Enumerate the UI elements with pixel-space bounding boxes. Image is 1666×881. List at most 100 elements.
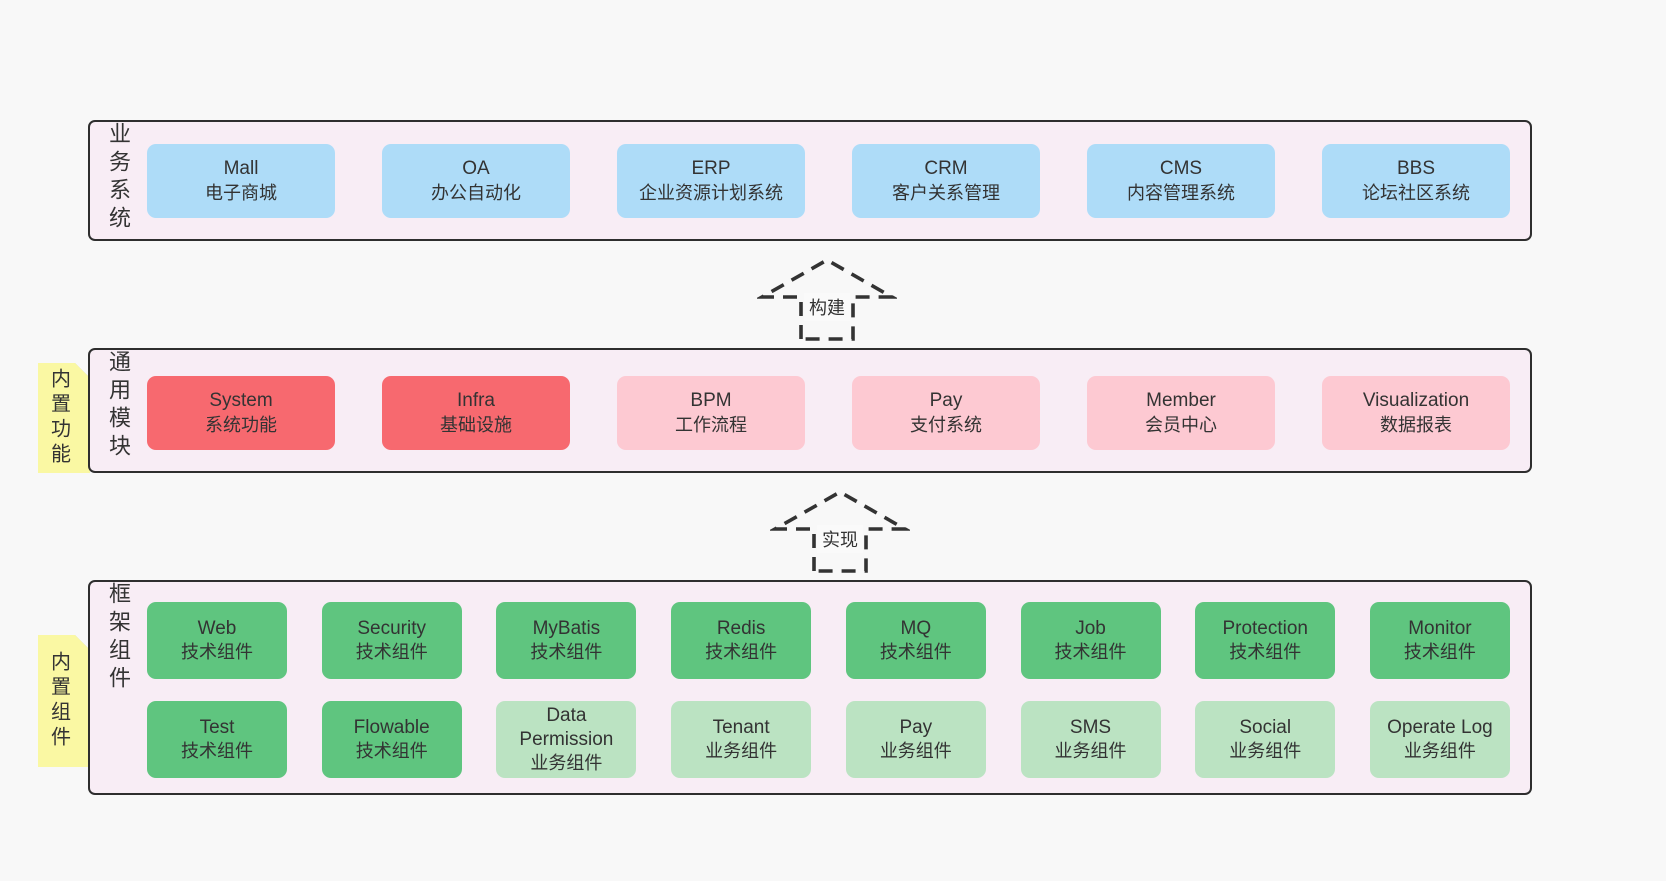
band-framework-components: 框架组件 Web 技术组件 Security 技术组件 MyBatis 技术组件… xyxy=(88,580,1532,795)
box-flowable-title: Flowable xyxy=(353,716,430,738)
box-protection-title: Protection xyxy=(1222,617,1308,639)
box-bpm-title: BPM xyxy=(690,390,732,412)
box-social-subtitle: 业务组件 xyxy=(1229,741,1302,762)
sticky-note-builtin-components-label: 内置组件 xyxy=(47,651,70,751)
box-protection-subtitle: 技术组件 xyxy=(1229,642,1302,663)
box-bpm-subtitle: 工作流程 xyxy=(675,414,747,435)
box-data-permission-title: Data Permission xyxy=(519,704,614,750)
box-cms-title: CMS xyxy=(1159,158,1203,180)
box-erp: ERP 企业资源计划系统 xyxy=(617,144,805,218)
box-operate-log-subtitle: 业务组件 xyxy=(1403,741,1476,762)
box-job-title: Job xyxy=(1075,617,1106,639)
box-operate-log: Operate Log 业务组件 xyxy=(1369,701,1510,778)
sticky-note-builtin-features: 内置功能 xyxy=(38,363,90,473)
box-security: Security 技术组件 xyxy=(321,602,462,679)
box-mall-subtitle: 电子商城 xyxy=(205,182,277,203)
box-web: Web 技术组件 xyxy=(147,602,287,679)
arrow-build: 构建 xyxy=(757,255,897,341)
box-member: Member 会员中心 xyxy=(1087,376,1275,450)
box-oa: OA 办公自动化 xyxy=(382,144,570,218)
box-visualization: Visualization 数据报表 xyxy=(1322,376,1510,450)
box-web-subtitle: 技术组件 xyxy=(181,642,253,663)
box-mall-title: Mall xyxy=(223,158,259,180)
box-oa-title: OA xyxy=(462,158,490,180)
arrow-up-icon xyxy=(757,257,897,341)
box-pay-component-title: Pay xyxy=(899,716,933,738)
box-visualization-subtitle: 数据报表 xyxy=(1380,414,1452,435)
box-member-title: Member xyxy=(1146,390,1216,412)
box-test: Test 技术组件 xyxy=(147,701,287,778)
box-system: System 系统功能 xyxy=(147,376,335,450)
band-business-systems: 业务系统 Mall 电子商城 OA 办公自动化 ERP 企业资源计划系统 CRM… xyxy=(88,120,1532,241)
box-data-permission: Data Permission 业务组件 xyxy=(496,701,637,778)
box-sms: SMS 业务组件 xyxy=(1020,701,1161,778)
box-redis: Redis 技术组件 xyxy=(671,602,812,679)
box-pay-component-subtitle: 业务组件 xyxy=(879,741,952,762)
box-job: Job 技术组件 xyxy=(1020,602,1161,679)
box-bpm: BPM 工作流程 xyxy=(617,376,805,450)
box-member-subtitle: 会员中心 xyxy=(1145,414,1217,435)
box-visualization-title: Visualization xyxy=(1362,390,1470,412)
box-crm-title: CRM xyxy=(924,158,968,180)
box-bbs: BBS 论坛社区系统 xyxy=(1322,144,1510,218)
box-pay-module: Pay 支付系统 xyxy=(852,376,1040,450)
box-bbs-subtitle: 论坛社区系统 xyxy=(1362,182,1470,203)
box-crm: CRM 客户关系管理 xyxy=(852,144,1040,218)
box-sms-title: SMS xyxy=(1069,716,1112,738)
box-web-title: Web xyxy=(197,617,237,639)
box-erp-subtitle: 企业资源计划系统 xyxy=(639,182,783,203)
box-mq-title: MQ xyxy=(900,617,932,639)
box-mybatis-subtitle: 技术组件 xyxy=(530,642,603,663)
box-pay-component: Pay 业务组件 xyxy=(845,701,986,778)
arrow-implement: 实现 xyxy=(770,487,910,573)
arrow-build-label: 构建 xyxy=(804,293,850,321)
box-oa-subtitle: 办公自动化 xyxy=(431,182,521,203)
box-tenant-title: Tenant xyxy=(712,716,770,738)
box-data-permission-subtitle: 业务组件 xyxy=(530,753,603,774)
box-tenant: Tenant 业务组件 xyxy=(671,701,812,778)
box-security-title: Security xyxy=(357,617,427,639)
band-common-modules-label: 通用模块 xyxy=(106,350,131,462)
box-test-title: Test xyxy=(199,716,235,738)
box-tenant-subtitle: 业务组件 xyxy=(705,741,778,762)
box-crm-subtitle: 客户关系管理 xyxy=(892,182,1000,203)
box-cms: CMS 内容管理系统 xyxy=(1087,144,1275,218)
box-mybatis: MyBatis 技术组件 xyxy=(496,602,637,679)
box-pay-module-title: Pay xyxy=(929,390,963,412)
box-social-title: Social xyxy=(1239,716,1292,738)
sticky-note-builtin-components: 内置组件 xyxy=(38,635,90,767)
box-system-subtitle: 系统功能 xyxy=(205,414,277,435)
arrow-implement-label: 实现 xyxy=(817,525,863,553)
box-mall: Mall 电子商城 xyxy=(147,144,335,218)
box-flowable-subtitle: 技术组件 xyxy=(355,741,428,762)
sticky-note-builtin-features-label: 内置功能 xyxy=(47,368,70,468)
band-framework-components-label: 框架组件 xyxy=(106,582,131,694)
box-mybatis-title: MyBatis xyxy=(532,617,601,639)
box-mq: MQ 技术组件 xyxy=(845,602,986,679)
box-test-subtitle: 技术组件 xyxy=(181,741,253,762)
box-operate-log-title: Operate Log xyxy=(1387,716,1493,738)
box-sms-subtitle: 业务组件 xyxy=(1054,741,1127,762)
box-monitor-title: Monitor xyxy=(1408,617,1472,639)
box-bbs-title: BBS xyxy=(1396,158,1436,180)
box-job-subtitle: 技术组件 xyxy=(1054,642,1127,663)
box-flowable: Flowable 技术组件 xyxy=(321,701,462,778)
box-infra-title: Infra xyxy=(456,390,496,412)
box-erp-title: ERP xyxy=(691,158,731,180)
box-redis-subtitle: 技术组件 xyxy=(705,642,778,663)
box-social: Social 业务组件 xyxy=(1195,701,1336,778)
box-protection: Protection 技术组件 xyxy=(1195,602,1336,679)
box-infra: Infra 基础设施 xyxy=(382,376,570,450)
box-system-title: System xyxy=(209,390,273,412)
band-common-modules: 通用模块 System 系统功能 Infra 基础设施 BPM 工作流程 Pay… xyxy=(88,348,1532,473)
box-monitor-subtitle: 技术组件 xyxy=(1403,642,1476,663)
arrow-up-icon xyxy=(770,489,910,573)
box-mq-subtitle: 技术组件 xyxy=(879,642,952,663)
box-cms-subtitle: 内容管理系统 xyxy=(1127,182,1235,203)
box-infra-subtitle: 基础设施 xyxy=(440,414,512,435)
box-redis-title: Redis xyxy=(716,617,766,639)
box-monitor: Monitor 技术组件 xyxy=(1369,602,1510,679)
band-business-systems-label: 业务系统 xyxy=(106,122,131,234)
box-security-subtitle: 技术组件 xyxy=(355,642,428,663)
box-pay-module-subtitle: 支付系统 xyxy=(910,414,982,435)
